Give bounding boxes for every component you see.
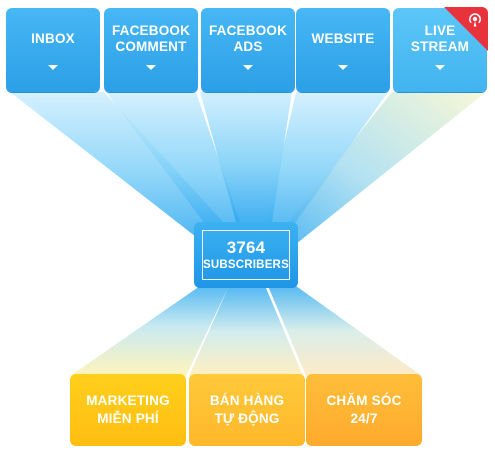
output-card-marketing[interactable]: MARKETING MIỄN PHÍ	[70, 374, 186, 446]
source-card-facebook-comment[interactable]: FACEBOOK COMMENT	[104, 8, 198, 92]
caret-down-icon	[243, 64, 253, 70]
source-label: WEBSITE	[311, 30, 375, 46]
output-label: MIỄN PHÍ	[97, 411, 159, 426]
output-label: TỰ ĐỘNG	[214, 411, 280, 426]
subscribers-counter: 3764 SUBSCRIBERS	[194, 222, 298, 288]
caret-down-icon	[146, 64, 156, 70]
source-card-live-stream[interactable]: LIVE STREAM	[393, 7, 488, 92]
source-label: FACEBOOK	[208, 22, 288, 38]
ray-facebook-comment	[106, 92, 240, 236]
source-label: ADS	[233, 38, 263, 54]
source-card-website[interactable]: WEBSITE	[296, 8, 390, 92]
caret-down-icon	[48, 64, 58, 70]
ray-marketing	[70, 286, 228, 376]
ray-ban-hang	[189, 288, 303, 376]
subscriber-label: SUBSCRIBERS	[203, 258, 289, 271]
output-card-ban-hang[interactable]: BÁN HÀNG TỰ ĐỘNG	[189, 374, 305, 446]
output-card-cham-soc[interactable]: CHĂM SÓC 24/7	[306, 374, 422, 446]
ray-live-stream	[284, 92, 486, 244]
ray-cham-soc	[268, 286, 422, 376]
ray-website	[266, 92, 388, 236]
source-label: FACEBOOK	[111, 22, 191, 38]
output-label: 24/7	[350, 411, 378, 426]
source-label: COMMENT	[115, 38, 187, 54]
source-label: INBOX	[31, 30, 75, 46]
subscriber-count: 3764	[226, 237, 266, 257]
counter-frame	[202, 230, 290, 280]
caret-down-icon	[435, 64, 445, 70]
broadcast-icon	[469, 13, 481, 27]
live-badge	[444, 7, 488, 51]
source-card-facebook-ads[interactable]: FACEBOOK ADS	[201, 8, 295, 92]
ray-inbox	[10, 92, 226, 240]
output-label: MARKETING	[86, 393, 170, 408]
caret-down-icon	[338, 64, 348, 70]
output-label: CHĂM SÓC	[326, 393, 402, 408]
output-label: BÁN HÀNG	[209, 393, 285, 408]
source-card-inbox[interactable]: INBOX	[6, 8, 100, 92]
ray-facebook-ads	[200, 92, 292, 222]
